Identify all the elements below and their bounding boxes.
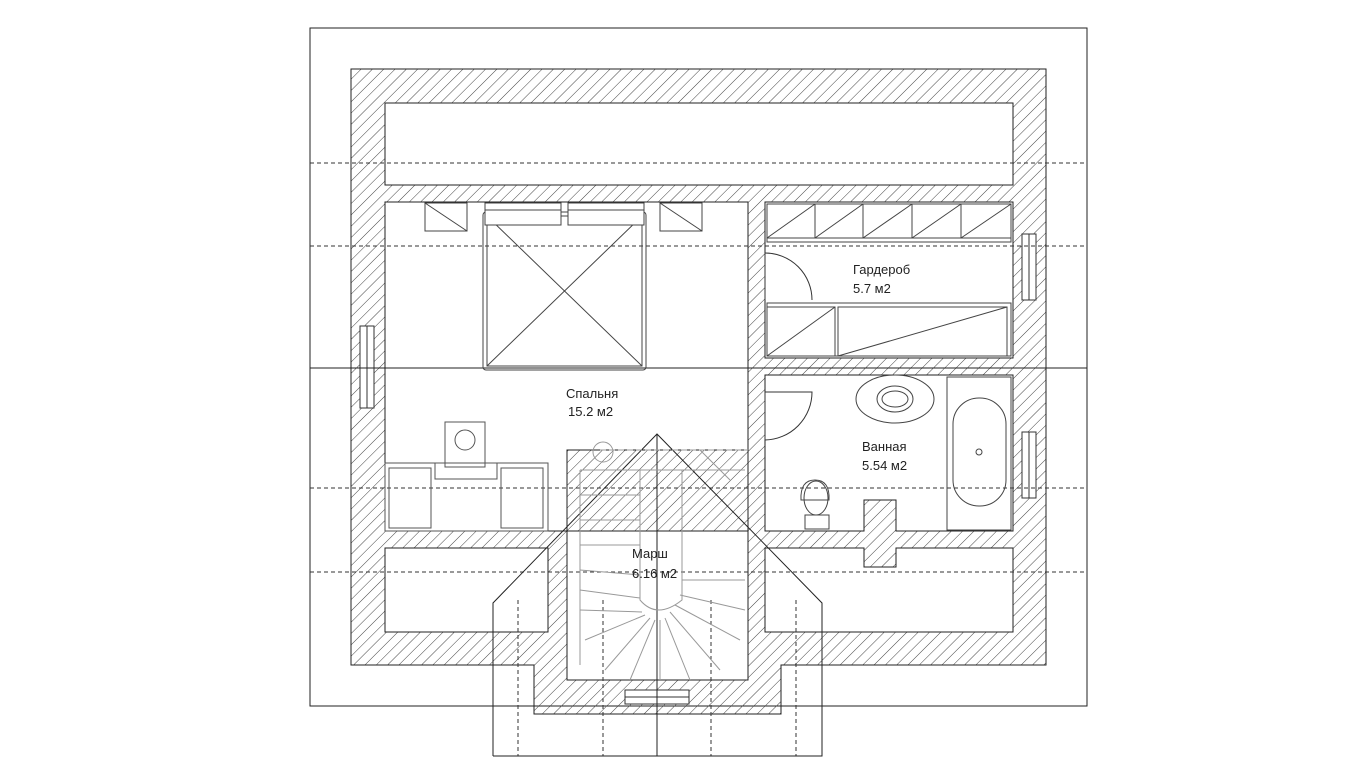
- walls: [350, 68, 1047, 715]
- stair: [579, 441, 748, 681]
- bathroom-name: Ванная: [862, 439, 907, 454]
- bedroom-area: 15.2 м2: [568, 404, 613, 419]
- wardrobe-area: 5.7 м2: [853, 281, 891, 296]
- stair-area: 6.16 м2: [632, 566, 677, 581]
- bathroom-area: 5.54 м2: [862, 458, 907, 473]
- wardrobe-shelving: [766, 203, 1012, 357]
- bedroom-name: Спальня: [566, 386, 618, 401]
- stair-name: Марш: [632, 546, 668, 561]
- bathroom-fixtures: [800, 374, 1012, 531]
- bed: [424, 202, 703, 371]
- dashed-lines: [310, 162, 1087, 756]
- desk: [384, 421, 549, 532]
- wardrobe-name: Гардероб: [853, 262, 910, 277]
- doors: [764, 252, 813, 441]
- roof-projection: [492, 433, 823, 757]
